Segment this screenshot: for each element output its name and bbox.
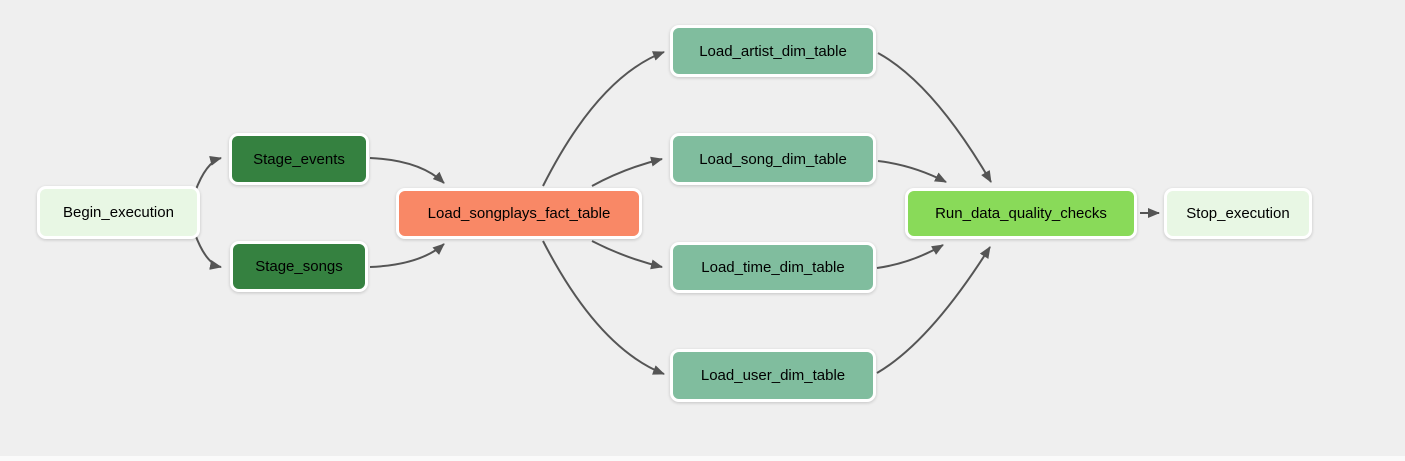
- edge-load-songplays-fact-table-to-load-time-dim-table: [591, 240, 663, 270]
- node-load-time-dim-table[interactable]: Load_time_dim_table: [670, 242, 876, 293]
- node-load-song-dim-table[interactable]: Load_song_dim_table: [670, 133, 876, 185]
- edge-stage-songs-to-load-songplays-fact-table: [369, 243, 445, 268]
- node-label: Stage_songs: [255, 258, 343, 275]
- edge-load-songplays-fact-table-to-load-user-dim-table: [542, 240, 665, 375]
- node-stage-songs[interactable]: Stage_songs: [230, 241, 368, 292]
- edge-load-song-dim-table-to-run-data-quality-checks: [877, 160, 947, 183]
- node-begin-execution[interactable]: Begin_execution: [37, 186, 200, 239]
- node-label: Run_data_quality_checks: [935, 205, 1107, 222]
- edge-begin-execution-to-stage-songs: [194, 233, 222, 270]
- edge-load-songplays-fact-table-to-load-artist-dim-table: [542, 51, 665, 187]
- edge-load-user-dim-table-to-run-data-quality-checks: [876, 246, 991, 374]
- node-load-artist-dim-table[interactable]: Load_artist_dim_table: [670, 25, 876, 77]
- node-label: Stop_execution: [1186, 205, 1290, 222]
- node-label: Load_artist_dim_table: [699, 42, 847, 60]
- node-label: Load_song_dim_table: [699, 150, 847, 168]
- node-load-user-dim-table[interactable]: Load_user_dim_table: [670, 349, 876, 402]
- node-label: Load_songplays_fact_table: [427, 205, 611, 222]
- node-label: Load_time_dim_table: [701, 259, 845, 276]
- node-label: Load_user_dim_table: [700, 367, 846, 384]
- node-stop-execution[interactable]: Stop_execution: [1164, 188, 1312, 239]
- node-label: Begin_execution: [63, 204, 174, 221]
- edge-load-artist-dim-table-to-run-data-quality-checks: [877, 52, 992, 183]
- node-stage-events[interactable]: Stage_events: [229, 133, 369, 185]
- edge-stage-events-to-load-songplays-fact-table: [369, 157, 445, 184]
- node-load-songplays-fact-table[interactable]: Load_songplays_fact_table: [396, 188, 642, 239]
- edge-load-time-dim-table-to-run-data-quality-checks: [876, 244, 944, 269]
- canvas-bottom-edge: [0, 456, 1405, 461]
- node-run-data-quality-checks[interactable]: Run_data_quality_checks: [905, 188, 1137, 239]
- node-label: Stage_events: [253, 150, 345, 168]
- edge-load-songplays-fact-table-to-load-song-dim-table: [591, 156, 663, 187]
